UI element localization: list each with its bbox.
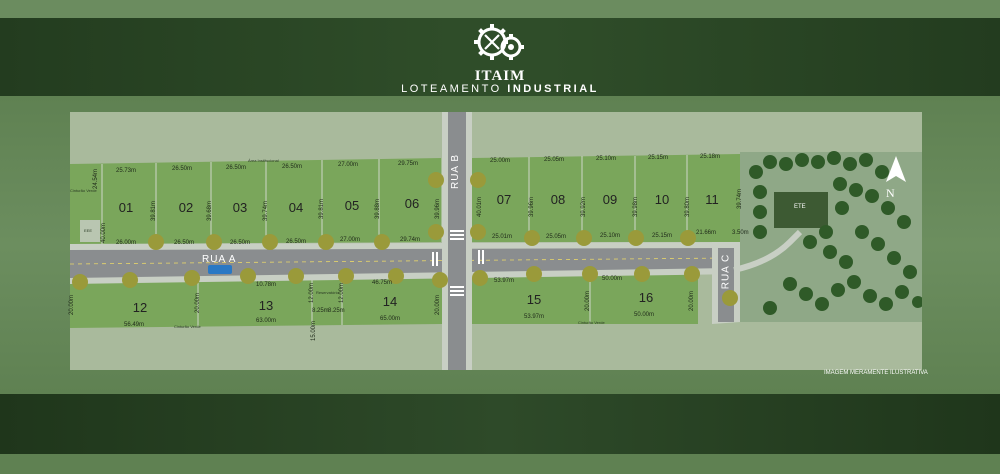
dim-d16t: 50.00m [602, 276, 623, 282]
dim-d825a: 8.25m [312, 308, 329, 314]
dim-v13a: 20.00m [195, 292, 202, 314]
dim-d12b: 56.49m [124, 322, 145, 328]
lot-12: 12 [132, 300, 148, 315]
dim-d15t: 53.97m [494, 278, 515, 284]
street-rua-a: RUA A [202, 254, 237, 265]
dim-v11: 39.80m [685, 196, 692, 218]
lot-13: 13 [258, 298, 274, 313]
dim-v04: 39.74m [263, 200, 270, 222]
lot-11: 11 [705, 192, 719, 207]
area-institucional-label: Área Institucional [248, 158, 279, 163]
illustrative-note: IMAGEM MERAMENTE ILUSTRATIVA [824, 370, 928, 376]
dim-d16b: 50.00m [634, 312, 655, 318]
street-rua-b: RUA B [450, 153, 462, 190]
dim-b07: 25.01m [492, 234, 513, 240]
dim-t09: 25.10m [596, 156, 617, 162]
subtitle-bold: INDUSTRIAL [507, 83, 599, 95]
lot-04: 04 [288, 200, 304, 215]
dim-t04: 26.50m [282, 164, 303, 170]
cinturao-verde-label-1: Cinturão Verde [70, 188, 97, 193]
dim-v03: 39.68m [207, 200, 214, 222]
dim-t01: 25.73m [116, 168, 137, 174]
dim-v10: 39.98m [633, 196, 640, 218]
dim-v14c: 20.00m [435, 294, 442, 316]
dim-v07: 40.01m [477, 196, 484, 218]
lot-03: 03 [232, 200, 248, 215]
dim-d14b: 65.00m [380, 316, 401, 322]
brand-title: ITAIM [474, 68, 526, 84]
dim-d13t: 10.78m [256, 282, 277, 288]
dim-b01: 26.00m [116, 240, 137, 246]
lot-08: 08 [550, 192, 566, 207]
lot-06: 06 [404, 196, 420, 211]
dim-b03: 26.50m [230, 240, 251, 246]
dim-t07: 25.00m [490, 158, 511, 164]
dim-v06: 39.88m [375, 198, 382, 220]
top-band [0, 0, 1000, 18]
dim-b09: 25.10m [600, 233, 621, 239]
dim-v09: 39.92m [581, 196, 588, 218]
dim-v02: 39.81m [151, 200, 158, 222]
dim-v16: 20.00m [689, 290, 696, 312]
dim-b11: 21.66m [696, 230, 717, 236]
dim-b05: 27.00m [340, 237, 361, 243]
dim-v06b: 39.96m [435, 198, 442, 220]
subtitle: LOTEAMENTO INDUSTRIAL [0, 83, 1000, 95]
subtitle-light: LOTEAMENTO [401, 83, 508, 95]
lot-14: 14 [382, 294, 398, 309]
lot-15: 15 [526, 292, 542, 307]
dim-v13b: 12.00m [309, 282, 316, 304]
dim-t11: 25.18m [700, 154, 721, 160]
bottom-band [0, 394, 1000, 454]
dim-v1500: 15.00m [311, 320, 318, 342]
dim-t10: 25.15m [648, 155, 669, 161]
reservatorio-label: Reservatório [316, 290, 339, 295]
lot-01: 01 [118, 200, 134, 215]
dim-v14a: 12.00m [339, 282, 346, 304]
dim-b06: 29.74m [400, 237, 421, 243]
dim-d15b: 53.97m [524, 314, 545, 320]
dim-t05: 27.00m [338, 162, 359, 168]
cinturao-verde-label-2: Cinturão Verde [174, 324, 201, 329]
dim-t03: 26.50m [226, 165, 247, 171]
dim-t06: 29.75m [398, 161, 419, 167]
dim-v11b: 39.74m [737, 188, 744, 210]
eee-label: EEE [84, 228, 93, 233]
bottom-strip [0, 454, 1000, 474]
dim-d13b: 63.00m [256, 318, 277, 324]
lot-02: 02 [178, 200, 194, 215]
dim-v01b: 40.00m [101, 222, 108, 244]
lot-09: 09 [602, 192, 618, 207]
cinturao-verde-label-3: Cinturão Verde [578, 320, 605, 325]
site-plan-map: 01 02 03 04 05 06 07 08 09 10 11 12 13 1… [69, 112, 922, 370]
dim-v08: 39.96m [529, 196, 536, 218]
dim-b08: 25.05m [546, 234, 567, 240]
site-plan-drawing [70, 112, 922, 370]
gear-logo-icon [474, 24, 524, 60]
north-label: N [886, 186, 895, 200]
dim-d825b: 8.25m [328, 308, 345, 314]
dim-d14t: 46.75m [372, 280, 393, 286]
lot-10: 10 [654, 192, 670, 207]
lot-07: 07 [496, 192, 512, 207]
dim-b04: 26.50m [286, 239, 307, 245]
dim-t08: 25.05m [544, 157, 565, 163]
dim-v01a: 24.54m [93, 168, 100, 190]
dim-b10: 25.15m [652, 233, 673, 239]
dim-b11b: 3.50m [732, 230, 749, 236]
dim-b02: 26.50m [174, 240, 195, 246]
dim-v15: 20.00m [585, 290, 592, 312]
dim-v05: 39.81m [319, 198, 326, 220]
lot-16: 16 [638, 290, 654, 305]
dim-v12: 20.00m [69, 294, 76, 316]
dim-t02: 26.50m [172, 166, 193, 172]
ete-label: ETE [794, 204, 806, 210]
street-rua-c: RUA C [720, 253, 732, 290]
lot-05: 05 [344, 198, 360, 213]
